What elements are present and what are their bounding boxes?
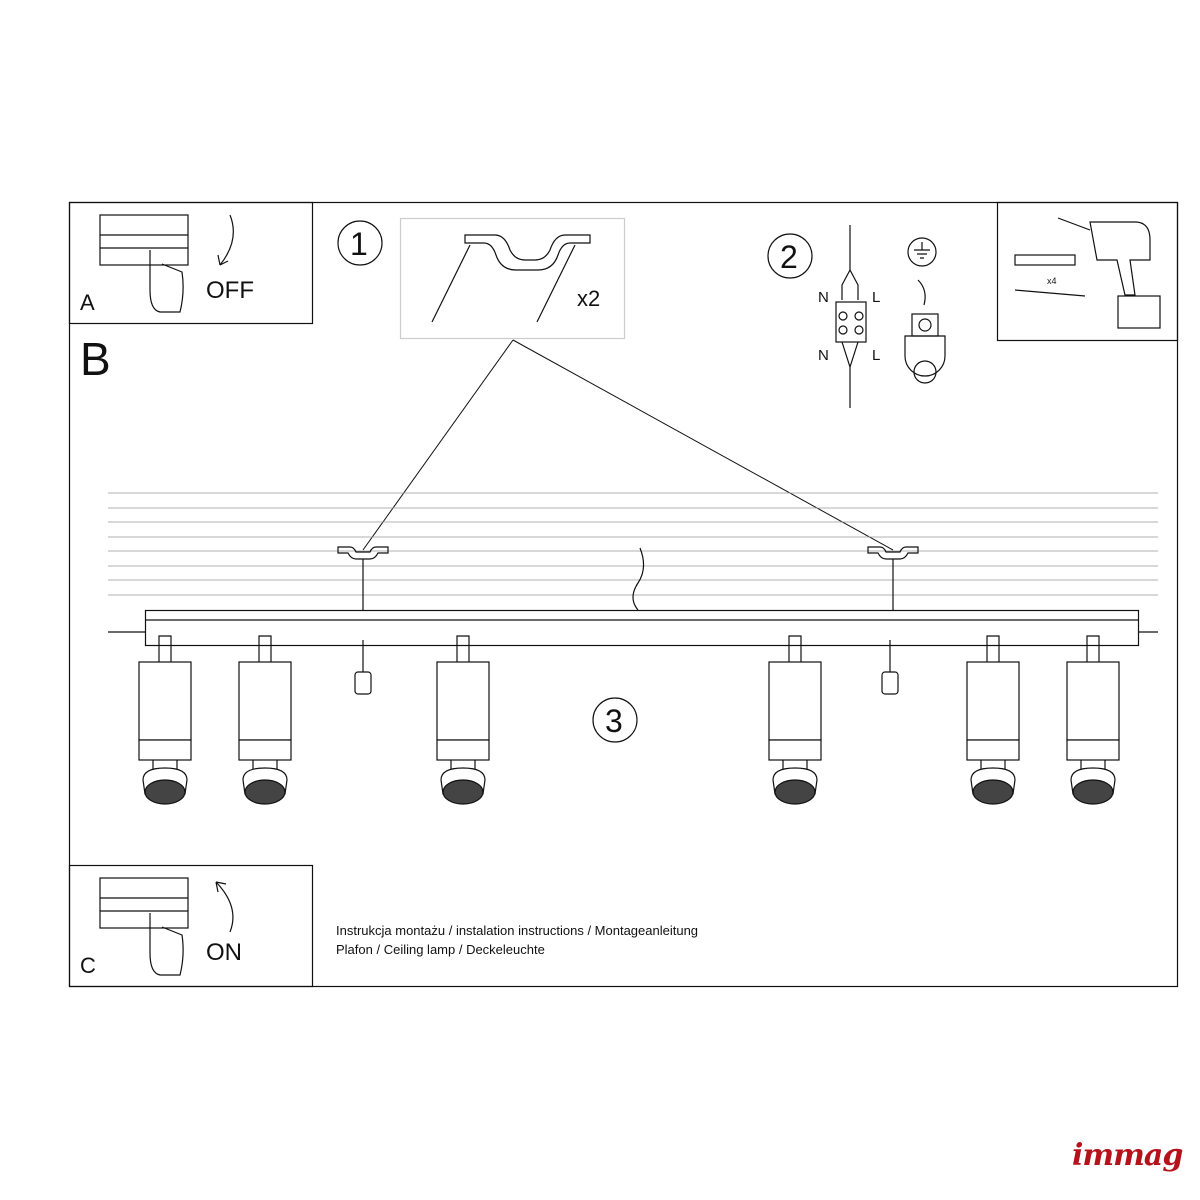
spotlight-5 (966, 635, 1020, 805)
mounting-screw-right (881, 640, 899, 695)
drill-icon (1057, 217, 1161, 329)
live-label-top: L (872, 289, 880, 306)
svg-text:2: 2 (780, 239, 798, 275)
ceiling-bracket-left (337, 546, 389, 610)
spotlight-1 (138, 635, 192, 805)
leader-line-left (362, 339, 514, 551)
step1-detail-frame (399, 217, 626, 340)
svg-text:1: 1 (350, 226, 368, 262)
live-label-bottom: L (872, 347, 880, 364)
mounting-screw-left (354, 640, 372, 695)
svg-text:3: 3 (605, 703, 623, 739)
panel-a-letter: A (80, 290, 95, 315)
neutral-label-bottom: N (818, 347, 829, 364)
screw-quantity: x4 (1047, 276, 1057, 286)
bracket-quantity: x2 (577, 286, 600, 311)
step-1-marker: 1 (337, 220, 383, 266)
on-label: ON (206, 939, 242, 966)
off-label: OFF (206, 277, 254, 304)
power-cable (632, 547, 645, 611)
ceiling-lines (108, 492, 1158, 596)
screw-icon (1014, 289, 1086, 297)
step-3-marker: 3 (592, 697, 638, 743)
lamp-bar (144, 609, 1140, 647)
panel-c-frame (68, 864, 314, 988)
leader-line-right (512, 339, 894, 551)
caption-line-1: Instrukcja montażu / instalation instruc… (336, 923, 699, 938)
mounting-bracket-detail (431, 234, 591, 323)
terminal-block-diagram (835, 225, 867, 408)
neutral-label-top: N (818, 289, 829, 306)
tools-panel-frame (996, 201, 1179, 342)
panel-c-letter: C (80, 953, 96, 978)
ground-terminal (904, 237, 946, 384)
spotlight-3 (436, 635, 490, 805)
caption-line-2: Plafon / Ceiling lamp / Deckeleuchte (336, 942, 545, 957)
outer-frame (68, 201, 1179, 988)
wall-plug-icon (1014, 254, 1076, 266)
panel-a-frame (68, 201, 314, 325)
breaker-off-icon (99, 214, 234, 313)
breaker-on-icon (99, 877, 234, 976)
panel-b-letter: B (80, 333, 111, 385)
ceiling-bracket-right (867, 546, 919, 610)
spotlight-6 (1066, 635, 1120, 805)
spotlight-4 (768, 635, 822, 805)
brand-logo: immag (1072, 1138, 1183, 1173)
spotlight-2 (238, 635, 292, 805)
step-2-marker: 2 (767, 233, 813, 279)
